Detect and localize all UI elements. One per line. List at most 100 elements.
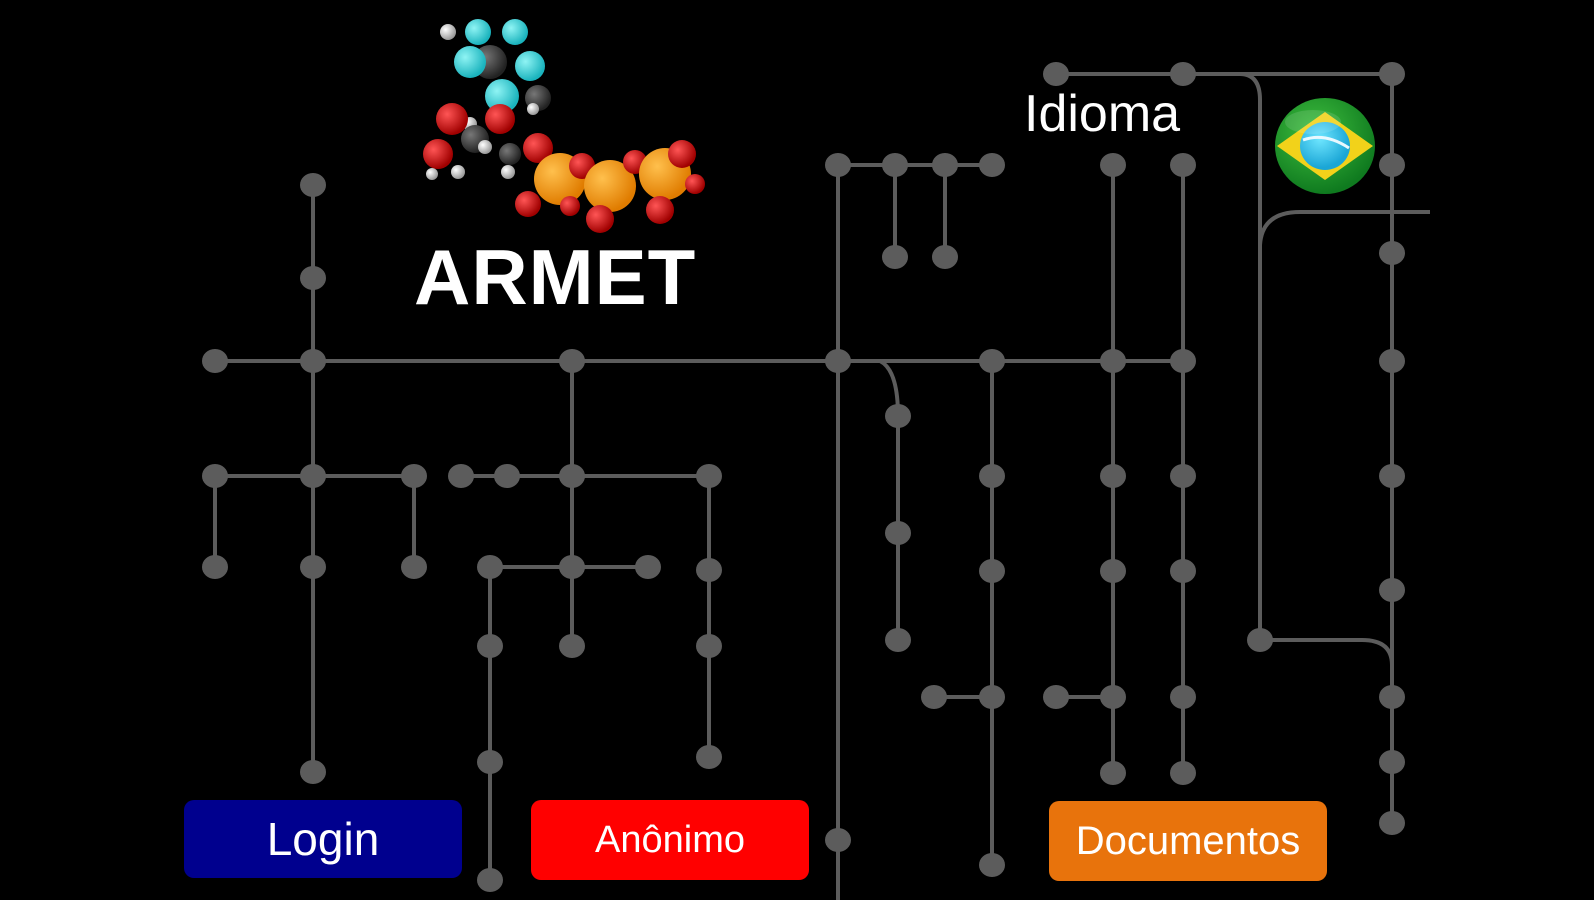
- network-node: [1100, 153, 1126, 177]
- network-node: [979, 349, 1005, 373]
- network-node: [300, 555, 326, 579]
- network-node: [1247, 628, 1273, 652]
- network-node: [300, 349, 326, 373]
- network-node: [979, 853, 1005, 877]
- network-node: [885, 521, 911, 545]
- molecule-icon: [423, 19, 705, 233]
- atom: [685, 174, 705, 194]
- network-node: [1379, 578, 1405, 602]
- network-node: [300, 266, 326, 290]
- network-node: [300, 464, 326, 488]
- network-node: [401, 464, 427, 488]
- atom: [465, 19, 491, 45]
- network-node: [979, 464, 1005, 488]
- network-edge: [1258, 210, 1430, 246]
- atom: [485, 104, 515, 134]
- atom: [527, 103, 539, 115]
- network-node: [1379, 811, 1405, 835]
- network-node: [1043, 62, 1069, 86]
- network-node: [1170, 349, 1196, 373]
- atom: [426, 168, 438, 180]
- network-node: [1170, 685, 1196, 709]
- network-node: [1170, 559, 1196, 583]
- network-node: [300, 173, 326, 197]
- network-node: [885, 404, 911, 428]
- network-node: [300, 760, 326, 784]
- atom: [499, 143, 521, 165]
- atom: [560, 196, 580, 216]
- login-button[interactable]: Login: [184, 800, 462, 878]
- network-node: [979, 559, 1005, 583]
- network-node: [882, 245, 908, 269]
- network-node: [1100, 559, 1126, 583]
- atom: [501, 165, 515, 179]
- network-node: [979, 153, 1005, 177]
- network-node: [202, 555, 228, 579]
- network-node: [696, 464, 722, 488]
- network-node: [1170, 761, 1196, 785]
- network-edge: [1260, 638, 1394, 666]
- network-node: [477, 634, 503, 658]
- network-node: [1379, 62, 1405, 86]
- network-node: [885, 628, 911, 652]
- network-node: [1379, 241, 1405, 265]
- network-node: [979, 685, 1005, 709]
- network-node: [1100, 761, 1126, 785]
- network-node: [921, 685, 947, 709]
- network-node: [477, 868, 503, 892]
- brazil-flag-icon: [1275, 98, 1375, 194]
- atom: [515, 191, 541, 217]
- molecule-logo: [420, 14, 740, 324]
- atom: [436, 103, 468, 135]
- network-node: [635, 555, 661, 579]
- network-node: [1100, 349, 1126, 373]
- atom: [478, 140, 492, 154]
- network-node: [1170, 62, 1196, 86]
- network-node: [1379, 685, 1405, 709]
- network-node: [696, 558, 722, 582]
- atom: [584, 160, 636, 212]
- brand-title: ARMET: [414, 233, 697, 321]
- atom: [423, 139, 453, 169]
- atom: [485, 79, 519, 113]
- atom: [646, 196, 674, 224]
- atom: [440, 24, 456, 40]
- network-node: [202, 464, 228, 488]
- anonymous-button[interactable]: Anônimo: [531, 800, 809, 880]
- network-node: [1170, 464, 1196, 488]
- language-selector[interactable]: [1273, 96, 1377, 196]
- network-edge: [1183, 72, 1262, 640]
- network-node: [825, 153, 851, 177]
- network-node: [1170, 153, 1196, 177]
- atom: [668, 140, 696, 168]
- network-node: [1379, 349, 1405, 373]
- network-node: [202, 349, 228, 373]
- atom: [502, 19, 528, 45]
- network-node: [1379, 464, 1405, 488]
- network-node: [825, 349, 851, 373]
- network-node: [1379, 750, 1405, 774]
- network-node: [825, 828, 851, 852]
- atom: [454, 46, 486, 78]
- network-node: [477, 555, 503, 579]
- language-label: Idioma: [1024, 85, 1181, 143]
- network-node: [559, 349, 585, 373]
- network-node: [932, 153, 958, 177]
- network-node: [477, 750, 503, 774]
- network-node: [932, 245, 958, 269]
- network-node: [401, 555, 427, 579]
- network-node: [1379, 153, 1405, 177]
- network-node: [559, 634, 585, 658]
- documents-button[interactable]: Documentos: [1049, 801, 1327, 881]
- network-node: [696, 745, 722, 769]
- network-node: [1043, 685, 1069, 709]
- network-node: [448, 464, 474, 488]
- network-node: [559, 464, 585, 488]
- network-node: [1100, 685, 1126, 709]
- network-node: [882, 153, 908, 177]
- network-node: [494, 464, 520, 488]
- network-node: [559, 555, 585, 579]
- atom: [586, 205, 614, 233]
- network-node: [1100, 464, 1126, 488]
- network-node: [696, 634, 722, 658]
